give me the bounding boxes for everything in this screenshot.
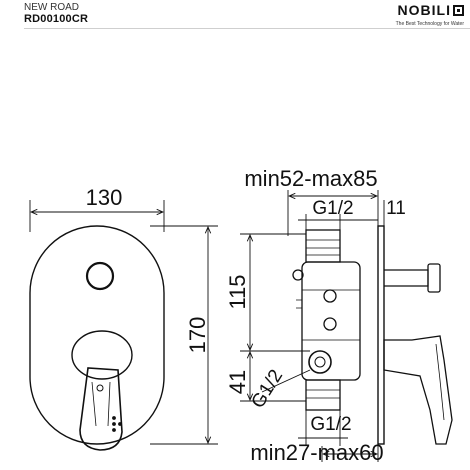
lever-handle: [79, 367, 123, 451]
brand-tagline: The Best Technology for Water: [395, 21, 464, 27]
dim-height-115: [240, 233, 310, 352]
diverter-stem: [384, 269, 429, 287]
header-rule: [24, 28, 470, 29]
dim-side-inlet-label: G1/2: [248, 366, 288, 412]
diverter-knob: [85, 261, 115, 291]
dim-bottom-inlet: [298, 410, 348, 446]
dim-width-label: 130: [86, 185, 123, 210]
dim-depth-min-range: [321, 444, 379, 462]
dim-bottom-inlet-label: G1/2: [310, 414, 351, 435]
top-inlet: [305, 229, 341, 263]
dim-height-label: 170: [185, 317, 210, 354]
front-view: [29, 225, 165, 451]
bottom-inlet: [305, 379, 341, 411]
brand-name: NOBILI: [397, 2, 451, 18]
dim-height-115-label: 115: [225, 274, 250, 309]
dim-depth-min-range-label: min27-max60: [250, 440, 383, 465]
product-series: NEW ROAD: [24, 2, 79, 13]
front-plate: [29, 225, 165, 445]
dim-width: [29, 200, 165, 232]
brand-mark-icon: [453, 4, 464, 16]
dim-height-41-label: 41: [225, 370, 250, 394]
dim-side-inlet: [261, 369, 311, 393]
dim-top-inlet: [298, 200, 385, 230]
side-inlet: [308, 350, 332, 374]
lever-base: [71, 330, 133, 380]
lever-side: [383, 335, 453, 445]
side-view: [292, 225, 453, 445]
product-code: RD00100CR: [24, 13, 89, 25]
dim-top-inlet-label: G1/2: [312, 198, 353, 219]
dim-offset-label: 11: [386, 198, 406, 219]
dim-depth-range-label: min52-max85: [244, 166, 377, 191]
dim-height: [150, 225, 218, 445]
dim-height-41: [240, 352, 306, 402]
brand-logo: NOBILI The Best Technology for Water: [396, 2, 464, 27]
wall-plate: [377, 225, 385, 445]
